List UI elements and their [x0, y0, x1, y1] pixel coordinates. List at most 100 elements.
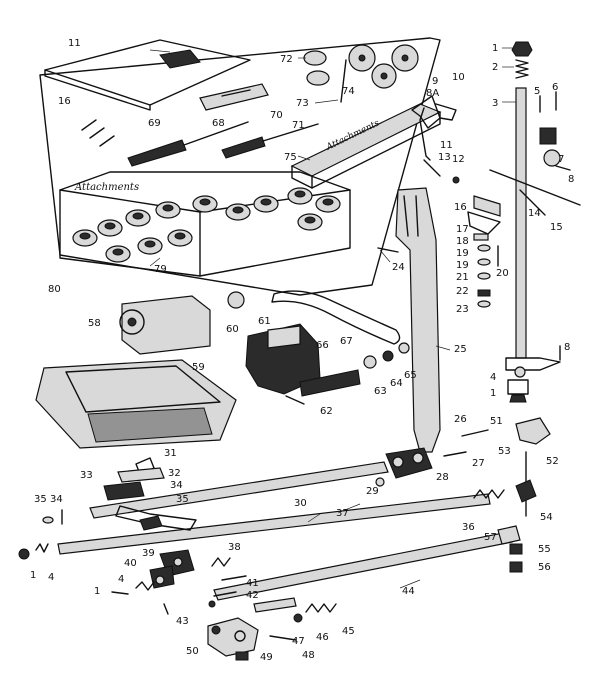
callout-29: 29: [366, 486, 379, 497]
callout-35: 35: [176, 494, 189, 505]
callout-39: 39: [142, 548, 155, 559]
callout-59: 59: [192, 362, 205, 373]
callout-64: 64: [390, 378, 403, 389]
spool-pin: [340, 59, 347, 103]
callout-7: 7: [558, 154, 564, 165]
callout-34-left: 34: [50, 494, 63, 505]
callout-48: 48: [302, 650, 315, 661]
callout-74: 74: [342, 86, 355, 97]
callout-8-right: 8: [564, 342, 570, 353]
pin-48: [269, 635, 297, 641]
callout-numbers: 1 2 3 5 6 7 8 8A 9 10 11 11 12 13 14 15 …: [30, 38, 574, 663]
callout-68: 68: [212, 118, 225, 129]
callout-60: 60: [226, 324, 239, 335]
callout-46: 46: [316, 632, 329, 643]
callout-9: 9: [432, 76, 438, 87]
callout-24: 24: [392, 262, 405, 273]
small-parts-34-35: [18, 509, 63, 560]
small-levers: [117, 457, 165, 483]
small-screwdriver: [221, 123, 319, 159]
callout-23: 23: [456, 304, 469, 315]
screws-lower-left: [111, 581, 155, 595]
spring-36: [473, 489, 505, 499]
callout-37: 37: [336, 508, 349, 519]
callout-6: 6: [552, 82, 558, 93]
callout-11-book: 11: [68, 38, 81, 49]
large-screwdriver: [127, 121, 249, 167]
callout-1-top: 1: [492, 43, 498, 54]
callout-10: 10: [452, 72, 465, 83]
callout-75: 75: [284, 152, 297, 163]
callout-16-left: 16: [58, 96, 71, 107]
callout-44: 44: [402, 586, 415, 597]
callout-4-right: 4: [490, 372, 496, 383]
callout-11: 11: [440, 140, 453, 151]
callout-70: 70: [270, 110, 283, 121]
vertical-shaft: [515, 451, 537, 517]
callout-33: 33: [80, 470, 93, 481]
callout-66: 66: [316, 340, 329, 351]
callout-16: 16: [454, 202, 467, 213]
screws-26-27: [443, 429, 489, 457]
callout-8a: 8A: [426, 88, 439, 99]
bobbin-set: [348, 44, 419, 89]
cam-follower: [515, 417, 551, 445]
thread-takeup-lever: [411, 95, 457, 161]
callout-1-right: 1: [490, 388, 496, 399]
motor-bracket: [245, 323, 361, 405]
callout-4-lower: 4: [118, 574, 124, 585]
callout-19a: 19: [456, 248, 469, 259]
needle-package: [199, 83, 269, 111]
callout-38: 38: [228, 542, 241, 553]
callout-72: 72: [280, 54, 293, 65]
needle-bar-assembly: [489, 41, 581, 403]
callout-63: 63: [374, 386, 387, 397]
callout-4-left: 4: [48, 572, 54, 583]
callout-21: 21: [456, 272, 469, 283]
callout-54: 54: [540, 512, 553, 523]
callout-49: 49: [260, 652, 273, 663]
callout-8-top: 8: [568, 174, 574, 185]
callout-55: 55: [538, 544, 551, 555]
screw-49: [235, 651, 249, 661]
felt-washers: [303, 50, 330, 86]
spring-38: [211, 557, 231, 567]
spring-45: [305, 603, 337, 613]
callout-65: 65: [404, 370, 417, 381]
callout-53: 53: [498, 446, 511, 457]
fork-assembly: [103, 481, 197, 531]
callout-19b: 19: [456, 260, 469, 271]
light-tray: [35, 359, 237, 449]
callout-30: 30: [294, 498, 307, 509]
callout-61: 61: [258, 316, 271, 327]
callout-22: 22: [456, 286, 469, 297]
screws-55-56: [509, 543, 523, 573]
callout-40: 40: [124, 558, 137, 569]
callout-56: 56: [538, 562, 551, 573]
callout-12: 12: [452, 154, 465, 165]
lever-blocks: [149, 549, 195, 589]
callout-57: 57: [484, 532, 497, 543]
callout-32: 32: [168, 468, 181, 479]
callout-31: 31: [164, 448, 177, 459]
callout-36: 36: [462, 522, 475, 533]
callout-43: 43: [176, 616, 189, 627]
callout-62: 62: [320, 406, 333, 417]
callout-2: 2: [492, 62, 498, 73]
callout-1-left: 1: [30, 570, 36, 581]
washers-63-65: [363, 342, 410, 369]
instruction-book: [44, 39, 251, 111]
callout-52: 52: [546, 456, 559, 467]
callout-14: 14: [528, 208, 541, 219]
motor: [119, 291, 245, 355]
callout-79: 79: [154, 264, 167, 275]
callout-25: 25: [454, 344, 467, 355]
callout-18: 18: [456, 236, 469, 247]
links-41-42: [208, 575, 247, 608]
callout-5: 5: [534, 86, 540, 97]
callout-73: 73: [296, 98, 309, 109]
callout-50: 50: [186, 646, 199, 657]
screw-43: [163, 603, 169, 615]
callout-26: 26: [454, 414, 467, 425]
